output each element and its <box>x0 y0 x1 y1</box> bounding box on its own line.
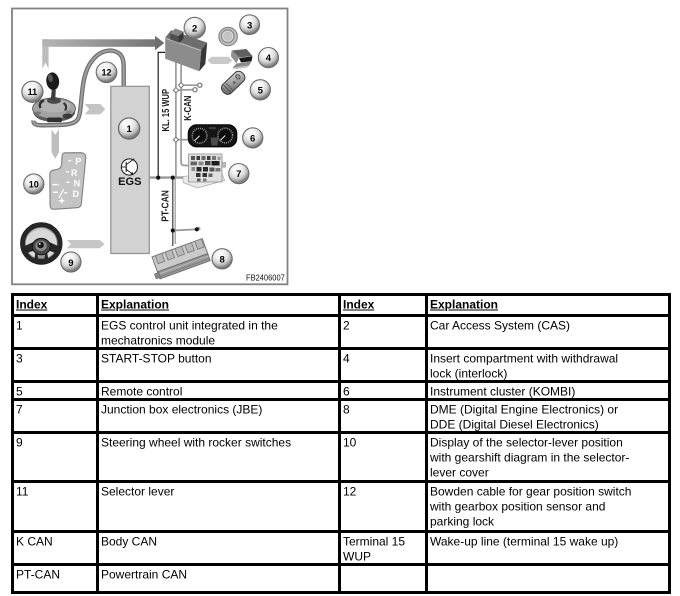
svg-text:R: R <box>71 168 78 178</box>
svg-text:KL. 15 WUP: KL. 15 WUP <box>161 89 172 132</box>
svg-text:6: 6 <box>250 134 255 145</box>
svg-text:7: 7 <box>236 169 241 180</box>
svg-text:1: 1 <box>126 124 132 135</box>
svg-text:5: 5 <box>258 85 264 96</box>
svg-text:12: 12 <box>101 68 111 78</box>
svg-text:10: 10 <box>29 179 39 189</box>
svg-text:4: 4 <box>266 53 272 64</box>
svg-text:P: P <box>75 156 81 166</box>
svg-text:D: D <box>72 189 79 199</box>
svg-text:9: 9 <box>68 258 73 269</box>
svg-text:K-CAN: K-CAN <box>183 96 194 121</box>
svg-text:EGS: EGS <box>118 176 141 188</box>
svg-text:2: 2 <box>192 24 197 35</box>
svg-text:8: 8 <box>219 254 224 265</box>
svg-text:PT-CAN: PT-CAN <box>161 190 172 222</box>
svg-text:FB2406007: FB2406007 <box>246 272 285 282</box>
svg-text:N: N <box>74 178 81 188</box>
svg-text:11: 11 <box>28 87 38 97</box>
svg-text:3: 3 <box>247 20 252 31</box>
